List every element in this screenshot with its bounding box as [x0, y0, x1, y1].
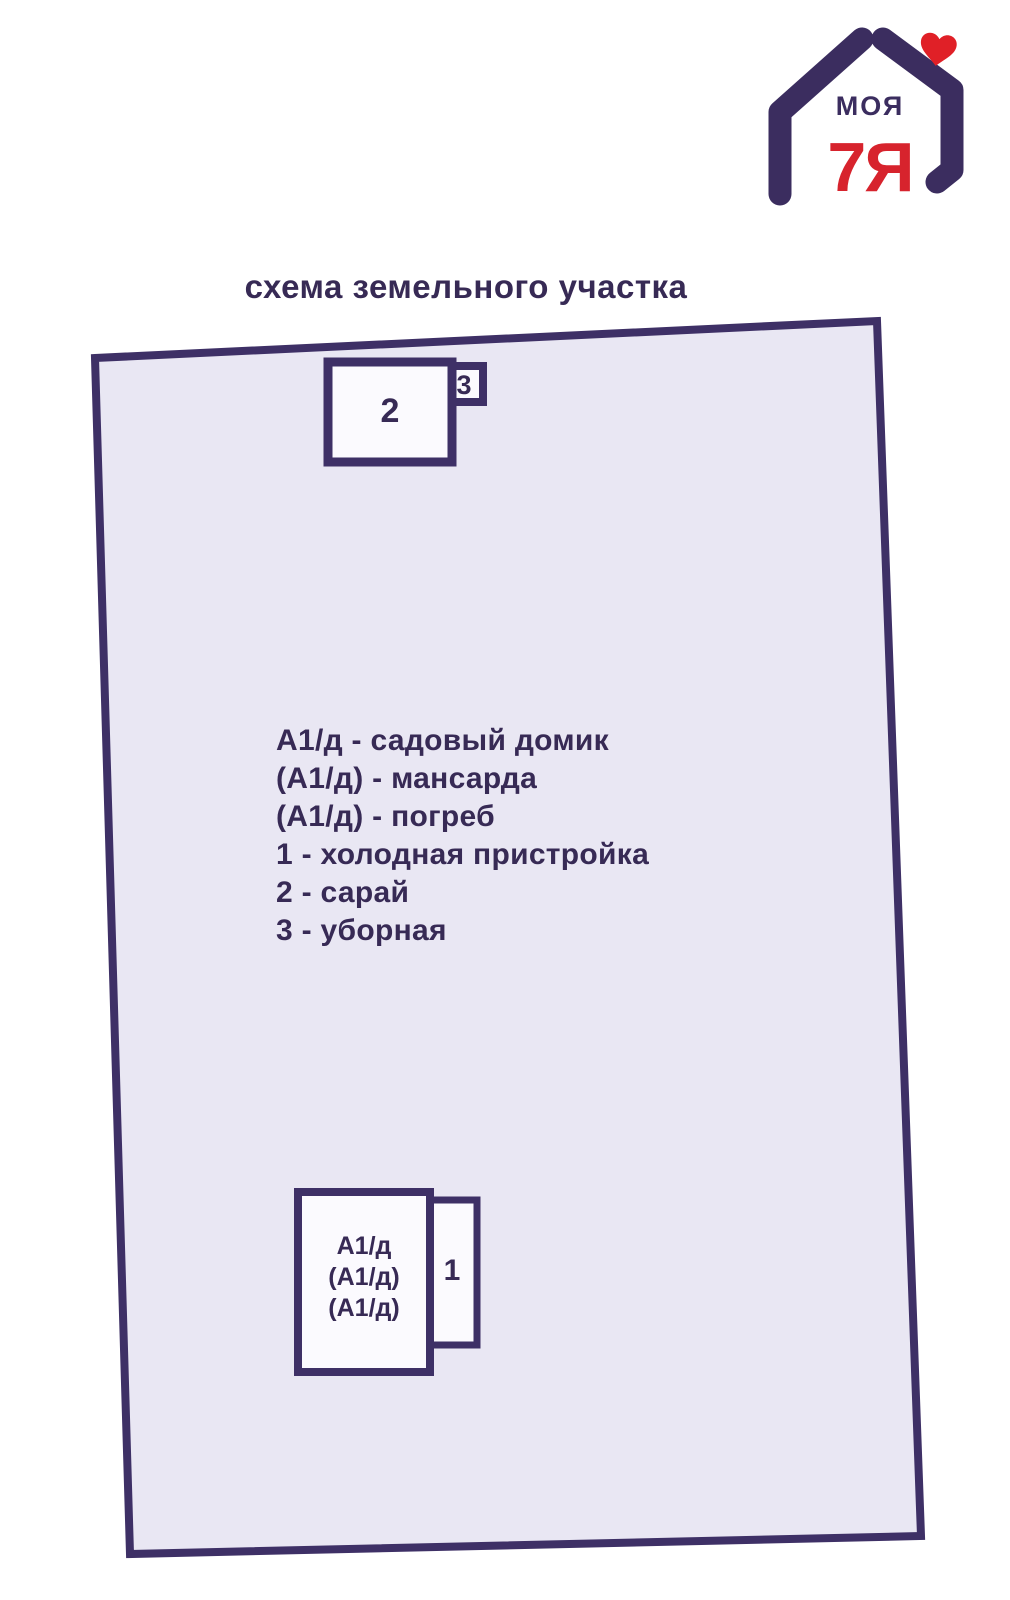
building-house-label-3: (А1/д)	[328, 1294, 399, 1322]
legend-line: 3 - уборная	[276, 914, 447, 947]
legend-line: 1 - холодная пристройка	[276, 838, 650, 871]
house-left-arm-icon	[768, 27, 874, 206]
building-outhouse-label: 3	[456, 370, 471, 400]
building-shed-label: 2	[381, 392, 400, 430]
brand-text-top: МОЯ	[836, 91, 905, 121]
building-annex-label: 1	[444, 1254, 461, 1287]
building-house	[294, 1188, 434, 1376]
building-shed	[323, 357, 457, 467]
heart-icon	[920, 32, 957, 66]
brand-logo: МОЯ 7Я	[768, 27, 964, 206]
legend-line: (А1/д) - мансарда	[276, 762, 538, 795]
page-title: схема земельного участка	[244, 268, 688, 305]
building-house-label-1: А1/д	[337, 1232, 392, 1260]
building-house-label-2: (А1/д)	[328, 1263, 399, 1291]
legend: А1/д - садовый домик (А1/д) - мансарда (…	[276, 722, 649, 950]
legend-line: 2 - сарай	[276, 876, 410, 909]
brand-text-bottom: 7Я	[827, 128, 912, 206]
legend-line: А1/д - садовый домик	[276, 724, 609, 757]
legend-line: (А1/д) - погреб	[276, 800, 495, 833]
house-right-arm-icon	[871, 27, 964, 194]
